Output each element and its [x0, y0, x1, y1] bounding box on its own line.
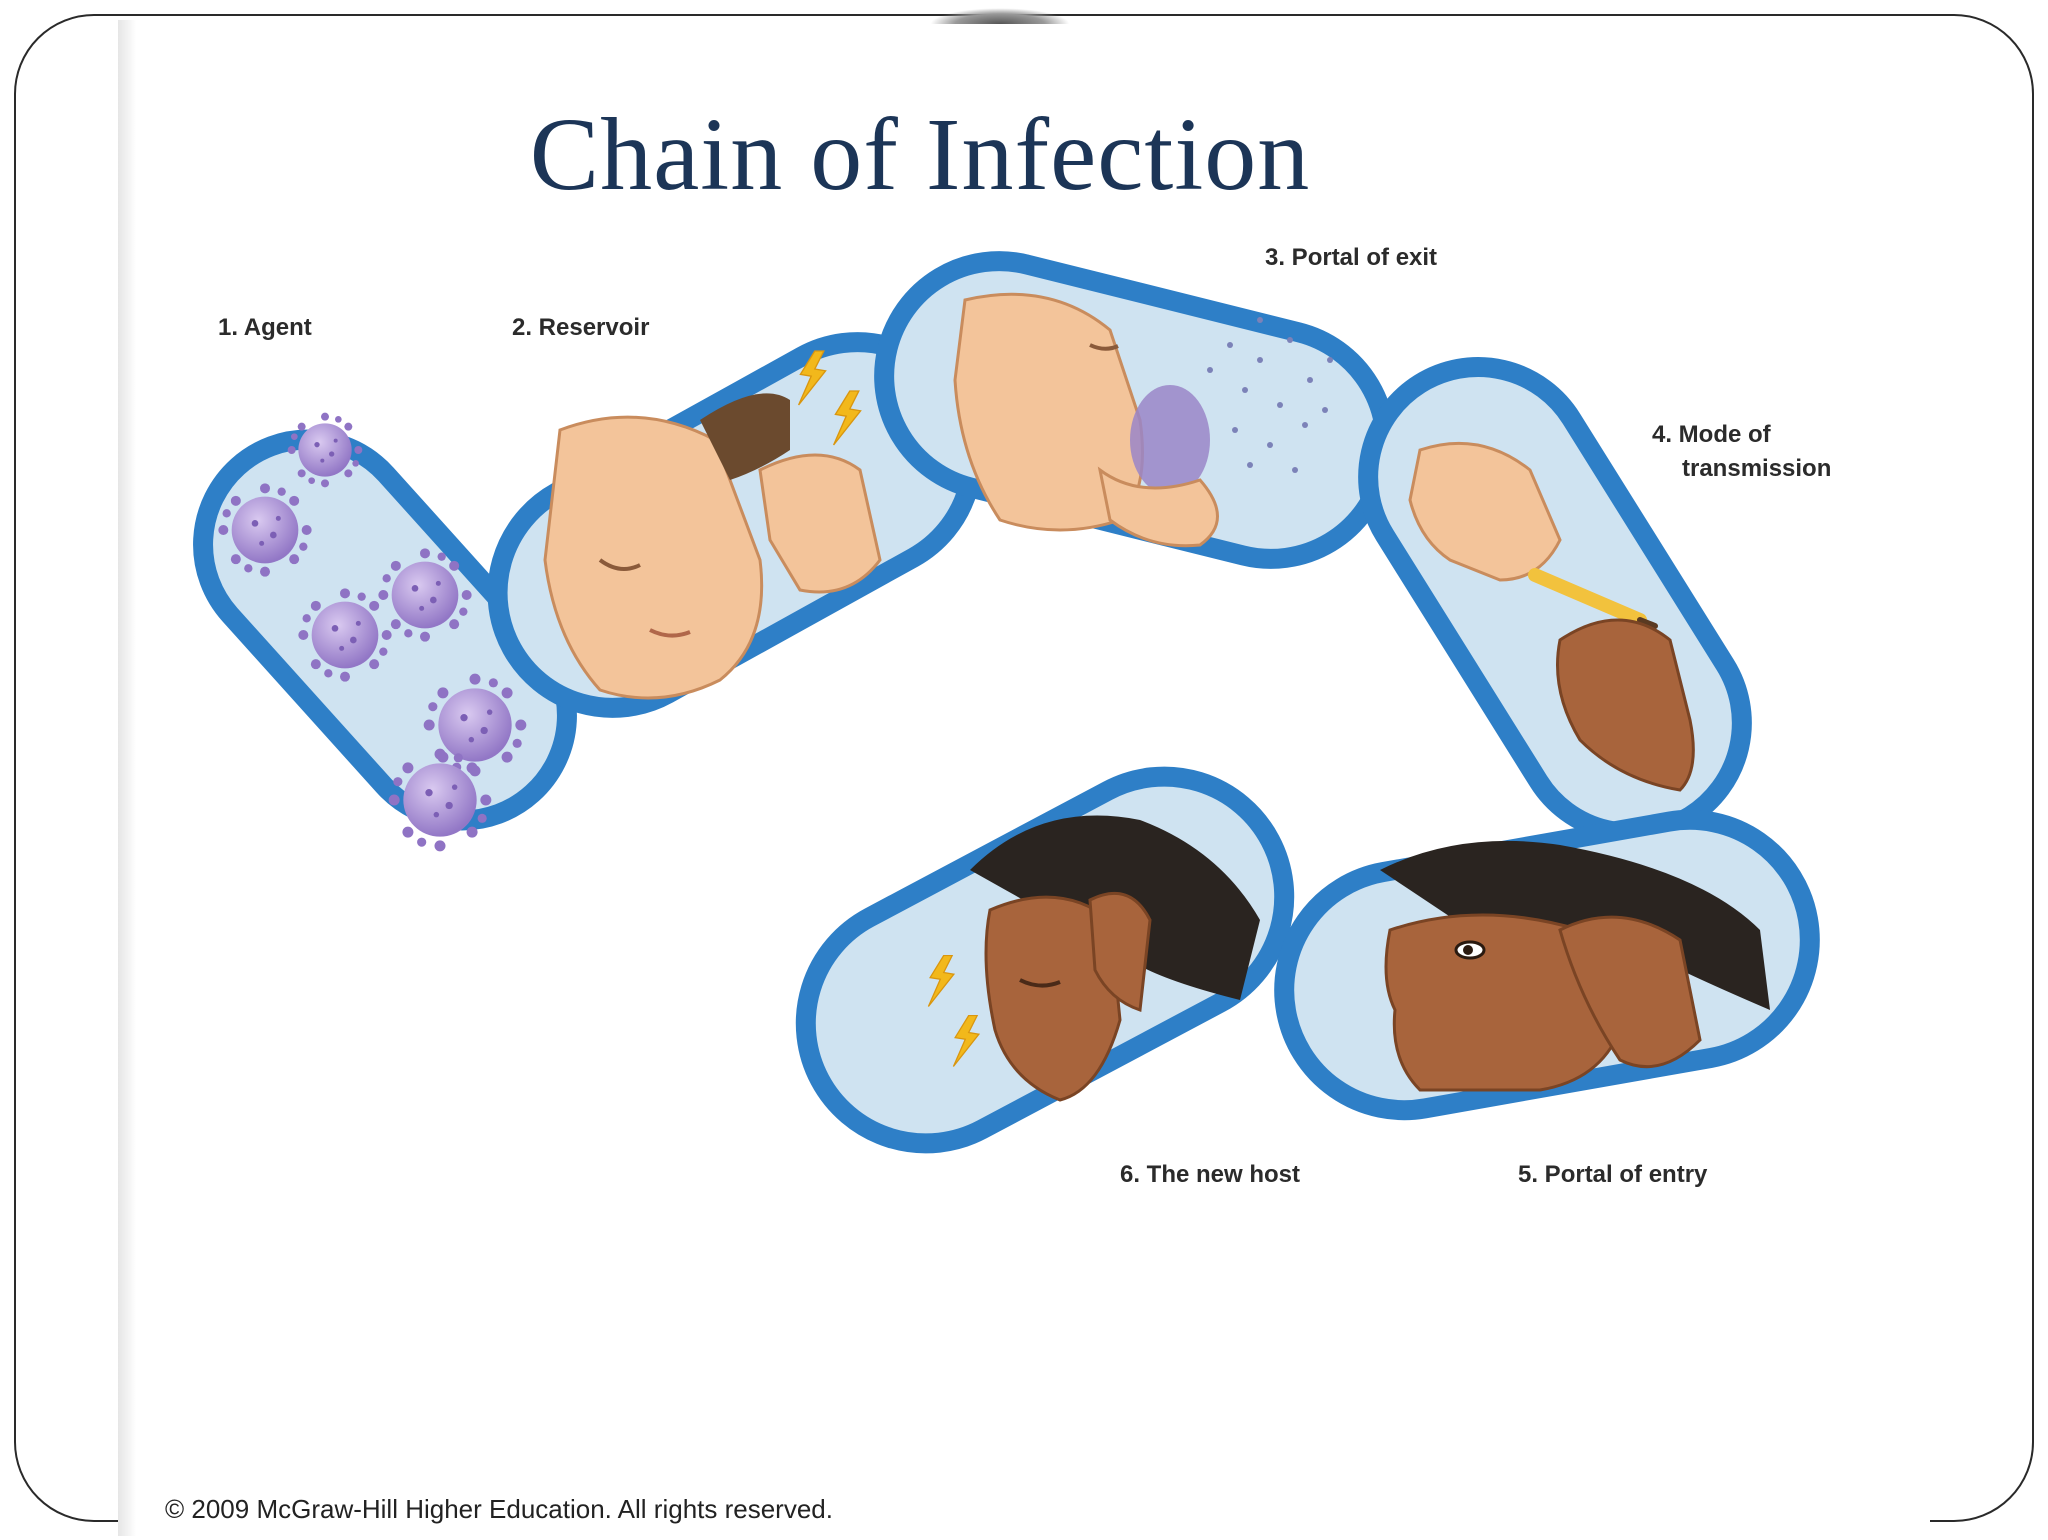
virus-icon — [218, 483, 312, 577]
transmission-hands-illustration — [1408, 441, 1695, 792]
virus-icon — [423, 673, 527, 777]
label-agent: 1. Agent — [218, 314, 312, 341]
label-reservoir: 2. Reservoir — [512, 314, 649, 341]
virus-icon — [287, 412, 363, 488]
link-mode-of-transmission — [1358, 357, 1752, 843]
slide-title: Chain of Infection — [529, 97, 1311, 212]
link-agent — [193, 412, 577, 852]
label-portal-of-entry: 5. Portal of entry — [1518, 1161, 1708, 1188]
link-reservoir — [487, 332, 983, 718]
copyright-notice: © 2009 McGraw-Hill Higher Education. All… — [165, 1494, 833, 1524]
slide-side-shade — [118, 20, 136, 1536]
virus-icon — [378, 548, 472, 642]
virus-icon — [388, 748, 492, 852]
label-transmission: transmission — [1682, 455, 1831, 482]
label-portal-of-exit: 3. Portal of exit — [1265, 244, 1437, 271]
link-portal-of-entry — [1274, 809, 1820, 1121]
link-new-host — [795, 766, 1295, 1154]
exit-person-illustration — [953, 292, 1219, 548]
virus-icon — [298, 588, 392, 682]
new-host-person-illustration — [970, 815, 1260, 1102]
droplets — [1207, 317, 1333, 473]
label-new-host: 6. The new host — [1120, 1161, 1300, 1188]
entry-person-illustration — [1380, 840, 1770, 1092]
top-notch — [930, 8, 1070, 24]
frame-gap — [130, 1500, 1930, 1540]
reservoir-person-illustration — [543, 393, 882, 700]
label-mode-of: 4. Mode of — [1652, 421, 1772, 448]
